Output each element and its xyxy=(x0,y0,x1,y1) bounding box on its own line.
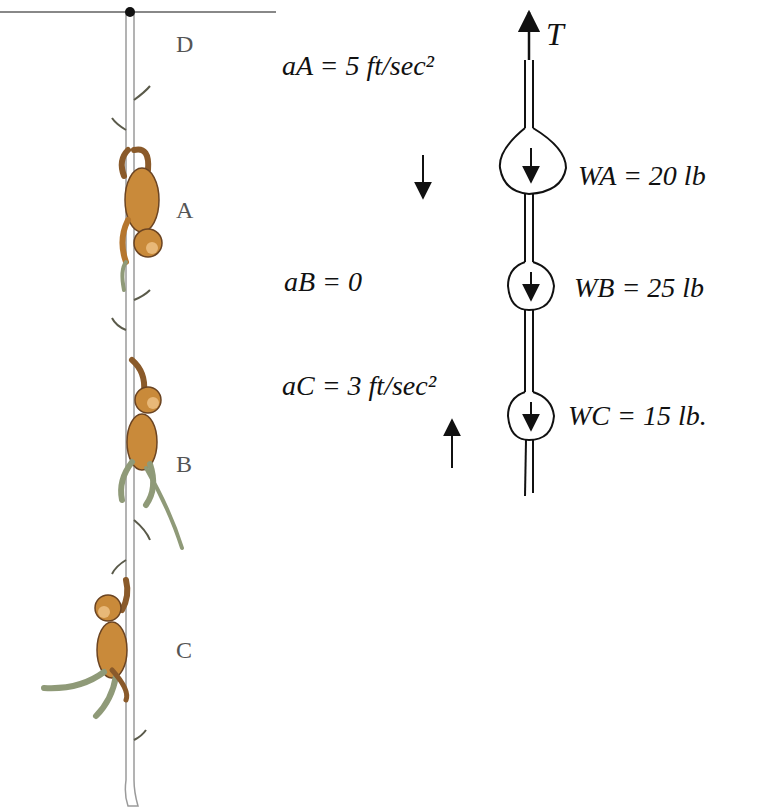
ceiling xyxy=(0,11,276,13)
weight-arrow xyxy=(530,148,532,430)
rope xyxy=(125,14,138,806)
acceleration-label: aB = 0 xyxy=(284,268,362,296)
rope-sketch xyxy=(500,60,566,496)
monkey xyxy=(44,580,127,716)
point-label: C xyxy=(176,638,192,662)
acceleration-label: aA = 5 ft/sec² xyxy=(282,52,434,80)
acceleration-label: aC = 3 ft/sec² xyxy=(282,372,436,400)
rope-pin xyxy=(125,7,135,17)
monkey xyxy=(122,149,162,290)
tension-arrow xyxy=(528,12,531,60)
monkey xyxy=(121,360,182,548)
point-label: A xyxy=(176,198,193,222)
weight-label: WA = 20 lb xyxy=(578,162,706,190)
point-label: B xyxy=(176,452,192,476)
point-label: D xyxy=(176,32,193,56)
force-label: T xyxy=(546,18,564,50)
weight-label: WB = 25 lb xyxy=(574,274,704,302)
acceleration-arrow xyxy=(423,155,452,468)
weight-label: WC = 15 lb. xyxy=(568,402,707,430)
